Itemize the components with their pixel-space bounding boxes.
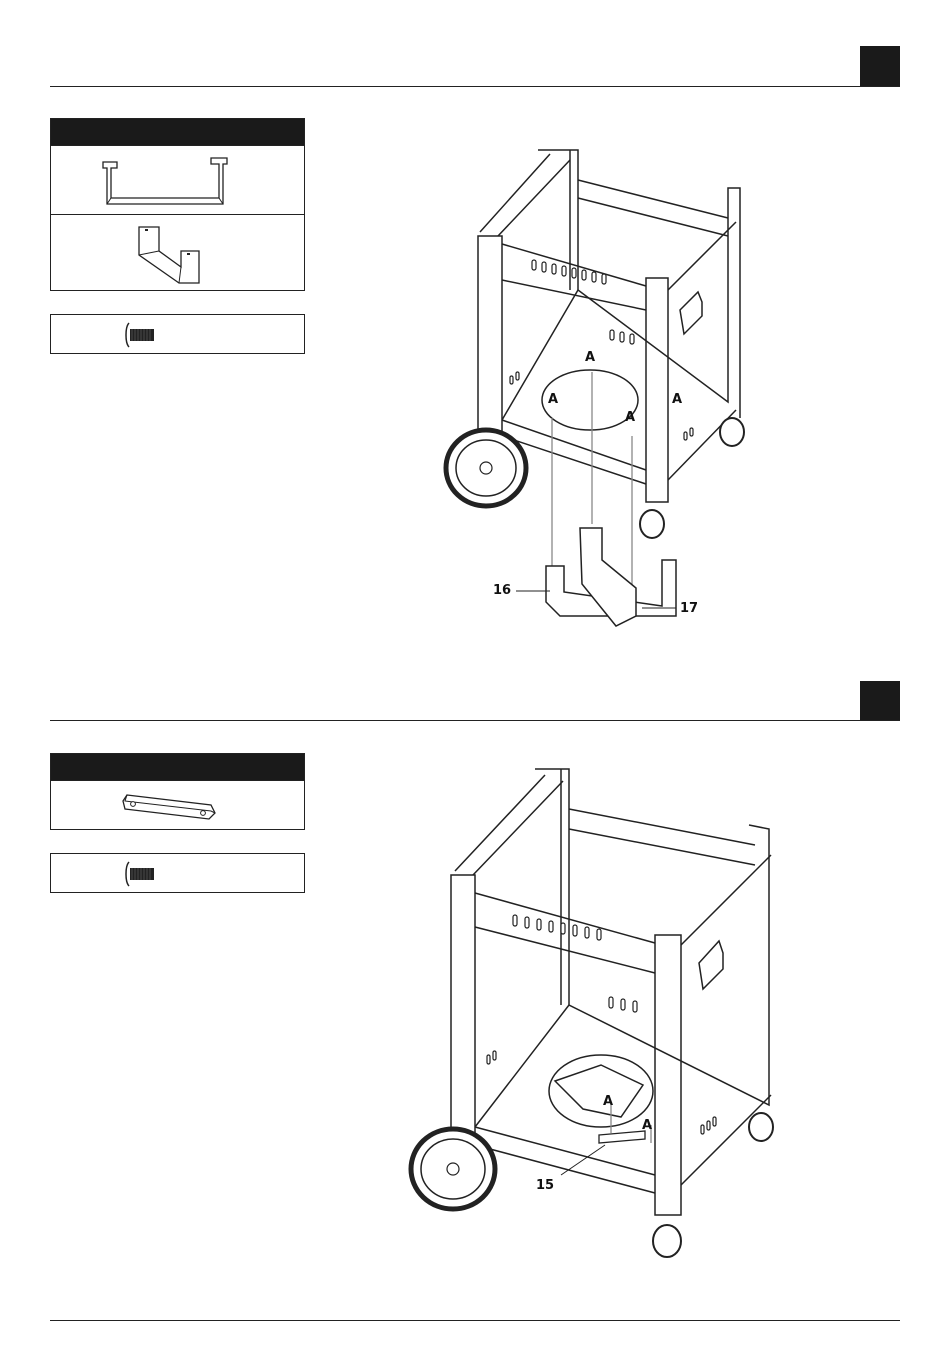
label-a-3: A (625, 410, 635, 425)
screw-icon (123, 860, 163, 888)
label-a-2: A (548, 392, 558, 407)
screw-icon (123, 321, 163, 349)
label-a-5: A (603, 1094, 613, 1109)
part-17-cell (51, 214, 304, 291)
part-15-cell (51, 780, 304, 830)
step-1-rule (50, 86, 900, 87)
bar-bracket-icon (121, 791, 221, 825)
callout-15: 15 (536, 1178, 554, 1193)
step-2-parts-header (51, 754, 304, 780)
label-a-6: A (642, 1118, 652, 1133)
step-1-parts-box (50, 118, 305, 291)
label-a-4: A (672, 392, 682, 407)
step-2-screw-box (50, 853, 305, 893)
step-2-cart-diagram (405, 765, 785, 1275)
footer-rule (50, 1320, 900, 1321)
callout-17: 17 (680, 601, 698, 616)
step-1-cart-diagram (440, 140, 760, 640)
step-2-rule (50, 720, 900, 721)
callout-16: 16 (493, 583, 511, 598)
u-bracket-icon (99, 154, 239, 209)
step-2-badge (860, 681, 900, 721)
step-1-badge (860, 46, 900, 86)
wheel-icon (411, 1129, 495, 1209)
wheel-icon (446, 430, 526, 506)
step-1-parts-header (51, 119, 304, 145)
step-2-parts-box (50, 753, 305, 830)
part-16-cell (51, 145, 304, 214)
step-1-screw-box (50, 314, 305, 354)
z-bracket-icon (131, 221, 221, 287)
label-a-1: A (585, 350, 595, 365)
